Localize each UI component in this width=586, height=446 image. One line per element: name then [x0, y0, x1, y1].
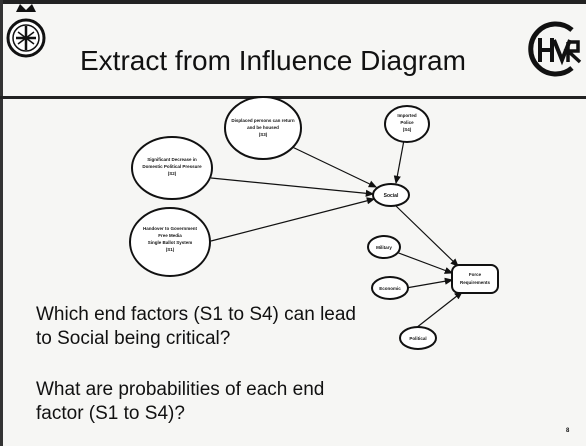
node-economic: Economic [371, 276, 409, 300]
svg-text:Economic: Economic [379, 286, 401, 291]
edge-military-force [395, 251, 454, 274]
edge-political-force [415, 291, 463, 329]
svg-text:Military: Military [376, 245, 392, 250]
svg-text:Handover to Government: Handover to Government [143, 226, 198, 231]
svg-text:Single Ballot System: Single Ballot System [148, 240, 193, 245]
node-s2: Significant Decrease in Domestic Politic… [131, 136, 213, 200]
svg-text:and be housed: and be housed [247, 125, 279, 130]
node-s4: Imported Police (S4) [384, 105, 430, 143]
frame-left-border [0, 0, 3, 446]
svg-text:Force: Force [469, 272, 482, 277]
question-probabilities: What are probabilities of each end facto… [36, 379, 325, 424]
hvr-logo-icon [528, 21, 582, 77]
slide-title: Extract from Influence Diagram [80, 45, 466, 76]
svg-text:Displaced persons can return: Displaced persons can return [231, 118, 295, 123]
svg-text:Imported: Imported [397, 113, 417, 118]
svg-text:Free Media: Free Media [158, 233, 182, 238]
svg-text:(S1): (S1) [166, 247, 175, 252]
edge-s1-social [210, 197, 376, 242]
svg-text:Political: Political [409, 336, 426, 341]
edge-s3-social [285, 143, 378, 188]
svg-text:(S3): (S3) [259, 132, 268, 137]
svg-text:Domestic Political Pressure: Domestic Political Pressure [142, 164, 202, 169]
frame-top-border [0, 0, 586, 4]
question-end-factors: Which end factors (S1 to S4) can lead to… [36, 304, 356, 349]
svg-text:Social: Social [384, 193, 399, 199]
edge-s4-social [393, 139, 405, 185]
edge-economic-force [405, 277, 454, 289]
svg-text:Significant Decrease in: Significant Decrease in [147, 157, 197, 162]
svg-text:Police: Police [400, 120, 414, 125]
crest-logo-icon [6, 4, 46, 58]
edge-s2-social [210, 177, 375, 197]
svg-text:(S2): (S2) [168, 171, 177, 176]
node-social: Social [372, 183, 410, 207]
node-s1: Handover to Government Free Media Single… [129, 207, 211, 277]
page-number: 8 [566, 428, 570, 434]
header-divider [0, 96, 586, 99]
edge-social-force [395, 205, 459, 267]
node-political: Political [399, 326, 437, 350]
node-military: Military [367, 235, 401, 259]
svg-text:(S4): (S4) [403, 127, 412, 132]
node-s3: Displaced persons can return and be hous… [224, 96, 302, 160]
node-force-requirements: Force Requirements [451, 264, 499, 294]
svg-text:Requirements: Requirements [460, 280, 491, 285]
